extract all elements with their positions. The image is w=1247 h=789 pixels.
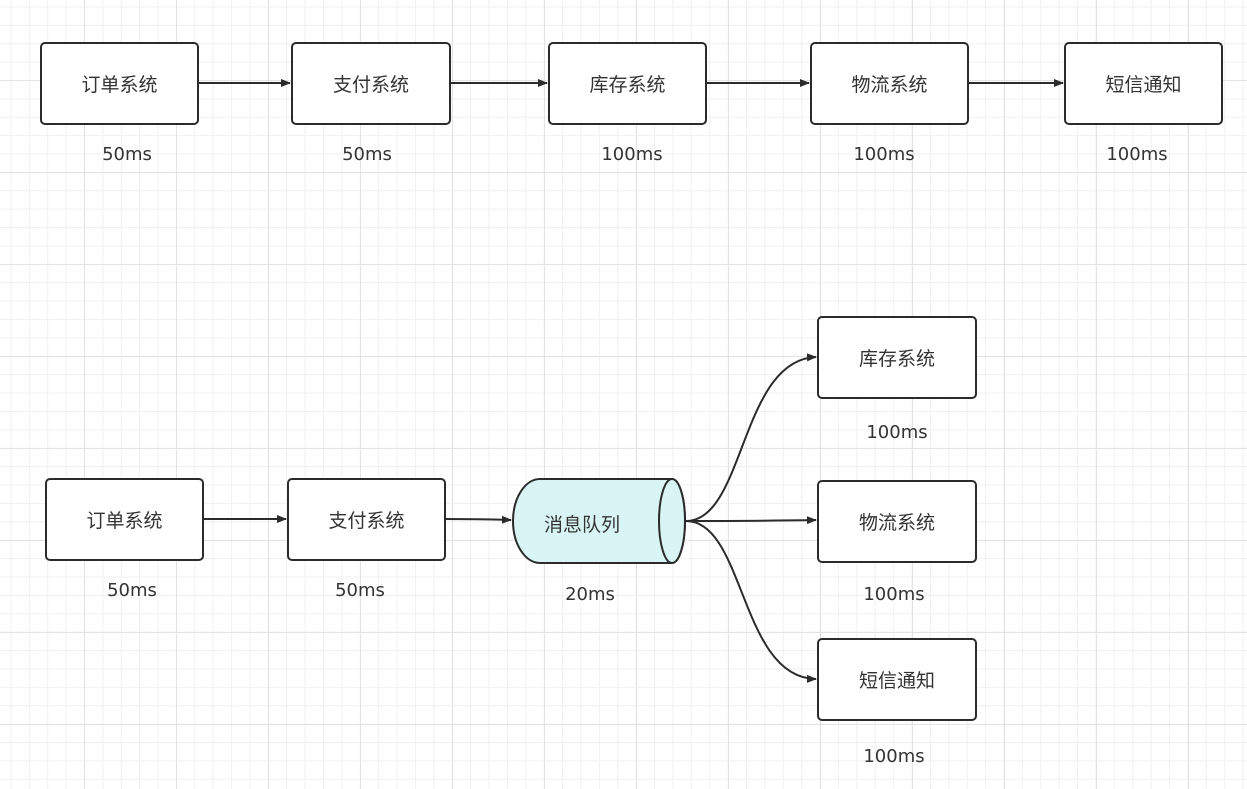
node-label: 支付系统 [328, 510, 405, 532]
node-label: 库存系统 [589, 74, 666, 96]
node-logistics-system-async[interactable]: 物流系统 [817, 480, 977, 563]
node-label: 支付系统 [332, 74, 409, 96]
node-order-system[interactable]: 订单系统 [40, 42, 199, 125]
arrow-queue-to-logistics [685, 516, 817, 525]
node-payment-system[interactable]: 支付系统 [291, 42, 451, 125]
latency-sms-notification-async: 100ms [863, 746, 925, 767]
node-label: 订单系统 [86, 510, 163, 532]
node-label: 物流系统 [858, 512, 935, 534]
latency-payment-system-async: 50ms [335, 580, 385, 601]
message-queue-label: 消息队列 [544, 514, 621, 536]
node-logistics-system[interactable]: 物流系统 [810, 42, 969, 125]
node-payment-system-async[interactable]: 支付系统 [287, 478, 446, 561]
queue-end-cap [658, 478, 686, 564]
latency-logistics-system-async: 100ms [863, 584, 925, 605]
latency-order-system: 50ms [102, 144, 152, 165]
latency-payment-system: 50ms [342, 144, 392, 165]
node-label: 短信通知 [858, 670, 935, 692]
node-sms-notification-async[interactable]: 短信通知 [817, 638, 977, 721]
node-order-system-async[interactable]: 订单系统 [45, 478, 204, 561]
latency-sms-notification: 100ms [1106, 144, 1168, 165]
node-label: 物流系统 [851, 74, 928, 96]
node-label: 订单系统 [81, 74, 158, 96]
latency-message-queue: 20ms [565, 584, 615, 605]
node-label: 短信通知 [1105, 74, 1182, 96]
latency-inventory-system-async: 100ms [866, 422, 928, 443]
arrow-queue-to-inventory [685, 353, 817, 522]
latency-inventory-system: 100ms [601, 144, 663, 165]
arrow-payment-to-queue [444, 515, 512, 524]
node-inventory-system-async[interactable]: 库存系统 [817, 316, 977, 399]
latency-order-system-async: 50ms [107, 580, 157, 601]
node-sms-notification[interactable]: 短信通知 [1064, 42, 1223, 125]
message-queue-cylinder [512, 478, 686, 564]
node-label: 库存系统 [858, 348, 935, 370]
arrow-queue-to-sms [685, 520, 817, 683]
latency-logistics-system: 100ms [853, 144, 915, 165]
node-inventory-system[interactable]: 库存系统 [548, 42, 707, 125]
